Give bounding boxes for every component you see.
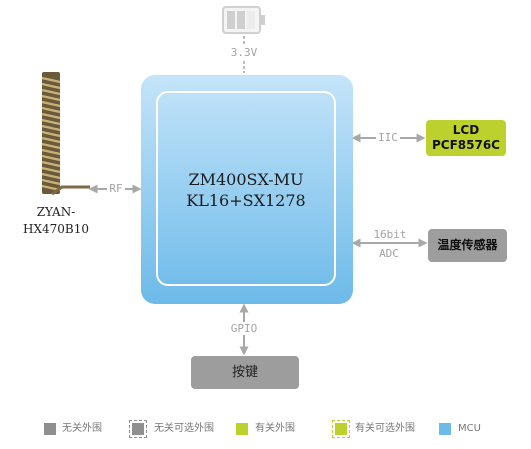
legend-label-related-optional: 有关可选外围 bbox=[355, 423, 415, 434]
keys-label: 按键 bbox=[231, 365, 258, 380]
antenna-label-2: HX470B10 bbox=[23, 222, 89, 236]
rf-label: RF bbox=[107, 182, 125, 195]
legend-swatch-related-optional bbox=[332, 420, 350, 438]
temperature-sensor-label: 温度传感器 bbox=[437, 238, 498, 252]
mcu-inner-frame bbox=[156, 91, 336, 286]
power-label: 3.3V bbox=[226, 46, 262, 59]
antenna-label-1: ZYAN- bbox=[36, 205, 76, 219]
legend-swatch-unrelated bbox=[44, 423, 56, 435]
keys-box: 按键 bbox=[191, 356, 299, 389]
legend: 无关外围 无关可选外围 有关外围 有关可选外围 MCU bbox=[0, 420, 531, 440]
legend-swatch-related bbox=[236, 423, 248, 435]
legend-swatch-mcu bbox=[439, 423, 451, 435]
legend-label-mcu: MCU bbox=[458, 423, 481, 434]
mcu-chipset: KL16+SX1278 bbox=[186, 191, 306, 210]
antenna-icon bbox=[41, 72, 90, 196]
mcu-block bbox=[141, 75, 353, 304]
gpio-label: GPIO bbox=[228, 322, 260, 335]
mcu-model: ZM400SX-MU bbox=[188, 170, 304, 189]
legend-label-related: 有关外围 bbox=[255, 423, 295, 434]
lcd-chip-label: PCF8576C bbox=[431, 138, 500, 152]
legend-label-unrelated: 无关外围 bbox=[62, 423, 102, 434]
adc-label: ADC bbox=[374, 247, 404, 260]
lcd-label: LCD bbox=[452, 123, 480, 137]
legend-label-unrelated-optional: 无关可选外围 bbox=[154, 423, 214, 434]
lcd-driver-box: LCD PCF8576C bbox=[426, 120, 506, 156]
iic-label: IIC bbox=[376, 131, 400, 144]
legend-swatch-unrelated-optional bbox=[129, 420, 147, 438]
temperature-sensor-box: 温度传感器 bbox=[428, 229, 507, 262]
adc-resolution-label: 16bit bbox=[370, 228, 410, 241]
battery-icon bbox=[222, 6, 265, 34]
